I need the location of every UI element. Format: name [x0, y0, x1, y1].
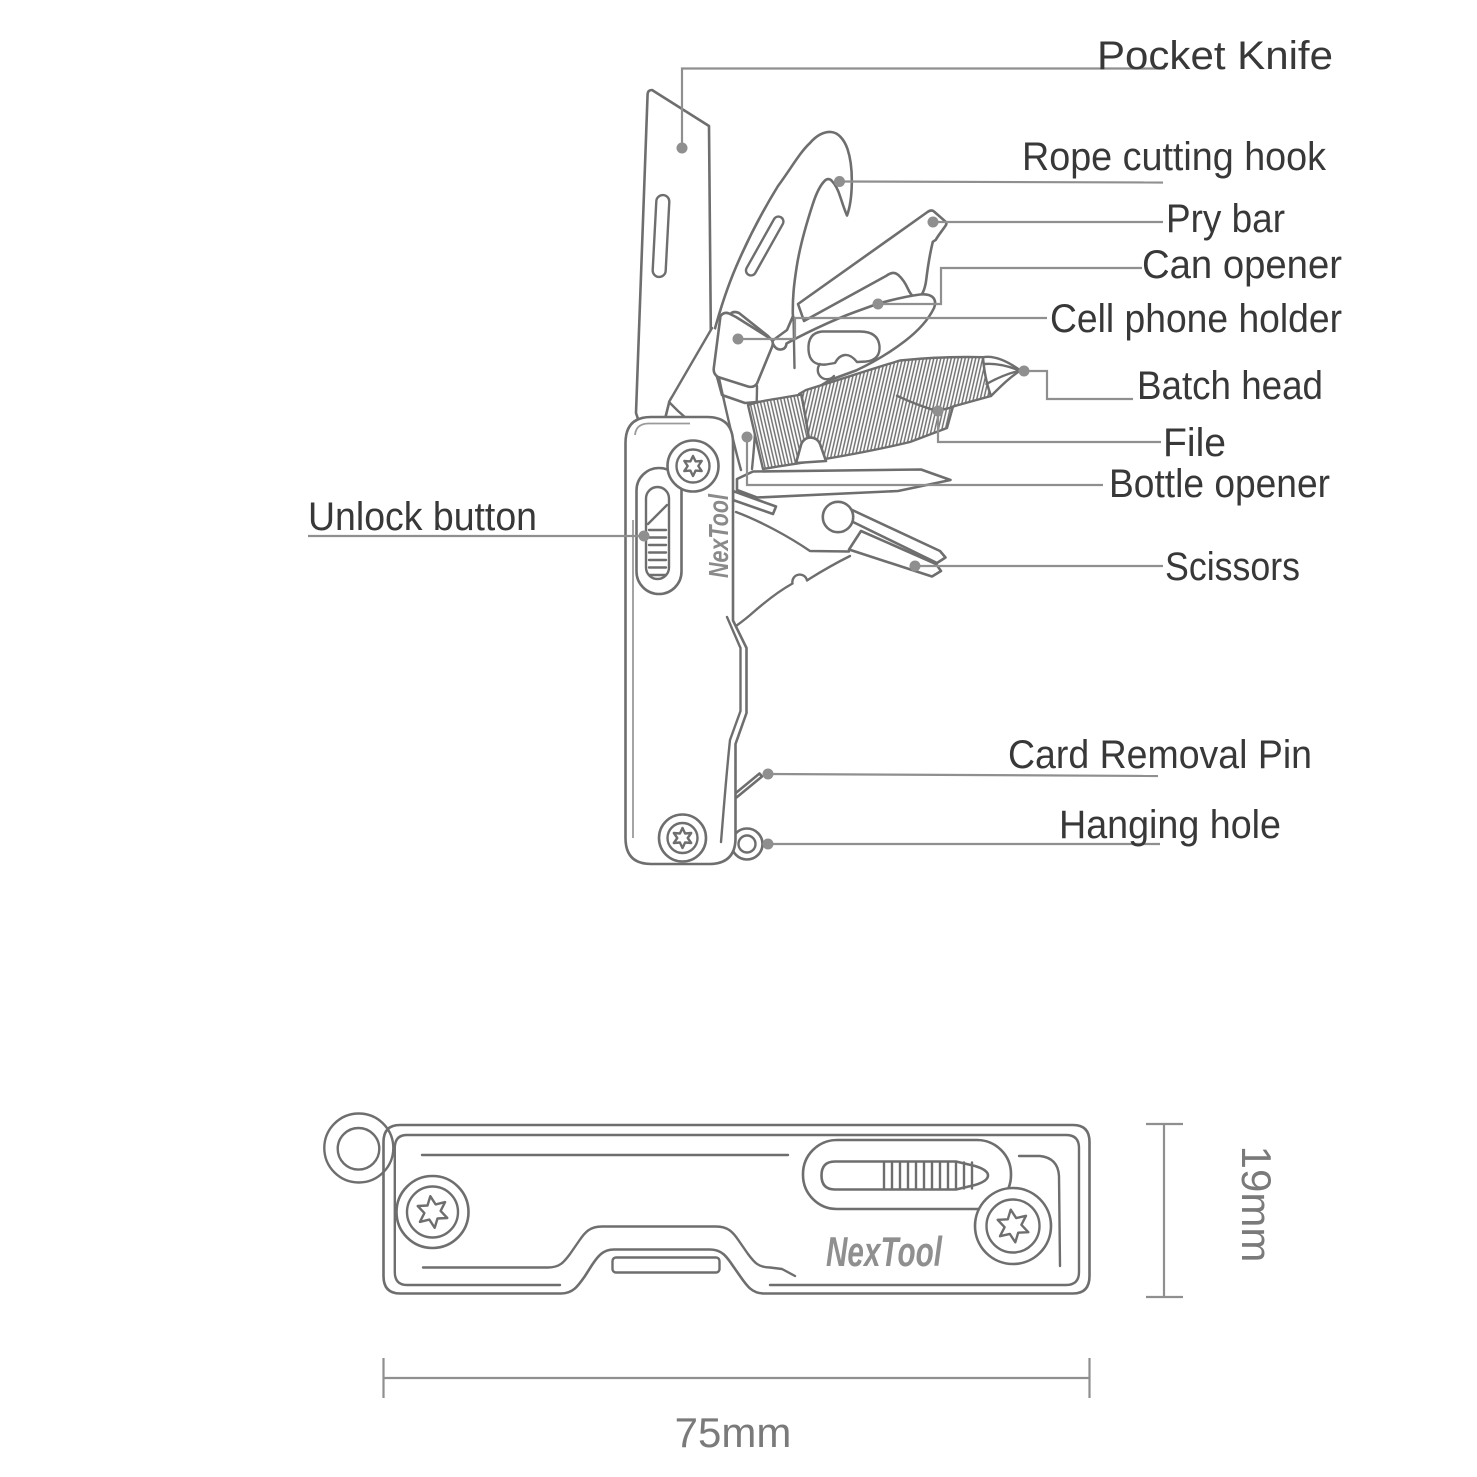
- svg-text:Rope cutting hook: Rope cutting hook: [1022, 135, 1327, 179]
- svg-text:Pry bar: Pry bar: [1166, 197, 1285, 241]
- svg-text:NexTool: NexTool: [703, 493, 734, 578]
- svg-text:Card Removal Pin: Card Removal Pin: [1008, 733, 1312, 777]
- svg-text:Can opener: Can opener: [1142, 243, 1342, 287]
- svg-text:Bottle opener: Bottle opener: [1109, 462, 1330, 506]
- svg-text:Pocket Knife: Pocket Knife: [1097, 34, 1333, 78]
- svg-text:Unlock button: Unlock button: [308, 495, 537, 539]
- svg-text:NexTool: NexTool: [826, 1228, 943, 1275]
- svg-text:Hanging hole: Hanging hole: [1059, 803, 1281, 847]
- svg-text:19mm: 19mm: [1233, 1146, 1280, 1263]
- svg-text:File: File: [1163, 421, 1226, 465]
- svg-text:Batch head: Batch head: [1137, 364, 1323, 408]
- svg-text:Cell phone holder: Cell phone holder: [1050, 297, 1342, 341]
- svg-text:Scissors: Scissors: [1165, 545, 1300, 589]
- svg-text:75mm: 75mm: [675, 1409, 792, 1456]
